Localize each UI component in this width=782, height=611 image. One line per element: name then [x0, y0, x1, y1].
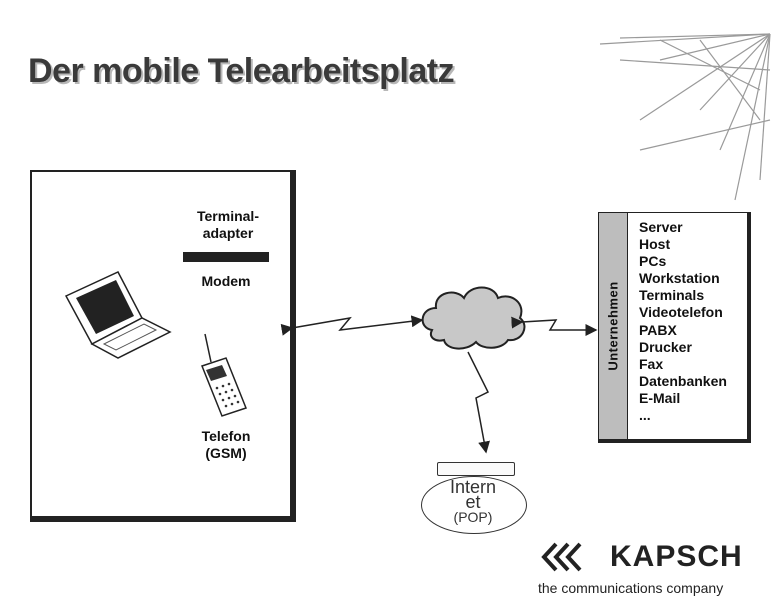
telefon-label: Telefon (GSM)	[201, 428, 251, 461]
mobile-workplace-panel	[30, 170, 296, 522]
link-cloud-internet	[467, 351, 490, 454]
company-side-strip: Unternehmen	[599, 213, 628, 439]
list-item: Datenbanken	[639, 372, 727, 389]
pop-label: (POP)	[453, 509, 493, 525]
list-item: Videotelefon	[639, 304, 723, 321]
list-item: Host	[639, 236, 671, 253]
internet-label-group: Intern et (POP)	[421, 477, 525, 525]
internet-pop-node	[421, 476, 527, 534]
mobile-phone-icon	[201, 333, 247, 417]
internet-label: Intern et	[449, 477, 497, 512]
page-title: Der mobile Telearbeitsplatz	[28, 52, 455, 90]
modem-label: Modem	[201, 273, 251, 289]
laptop-icon	[64, 271, 172, 359]
internet-router-icon	[437, 462, 515, 476]
link-workplace-cloud	[280, 315, 424, 336]
list-item: ...	[639, 407, 651, 424]
list-item: Fax	[639, 355, 664, 372]
brand-tagline: the communications company	[538, 580, 724, 596]
network-cloud	[421, 286, 526, 350]
modem-device	[183, 252, 269, 262]
company-label: Unternehmen	[605, 281, 621, 371]
company-panel: Unternehmen Server Host PCs Workstation …	[598, 212, 751, 443]
brand-name: KAPSCH	[610, 540, 743, 573]
list-item: PABX	[639, 321, 677, 338]
terminal-adapter-label: Terminal- adapter	[197, 208, 259, 241]
list-item: Workstation	[639, 270, 720, 287]
list-item: Server	[639, 219, 683, 235]
list-item: Terminals	[639, 287, 705, 304]
kapsch-logo-icon	[541, 542, 582, 572]
list-item: E-Mail	[639, 389, 681, 406]
company-resources-list: Server Host PCs Workstation Terminals Vi…	[639, 219, 727, 424]
list-item: PCs	[639, 253, 667, 270]
link-cloud-company	[511, 316, 598, 336]
list-item: Drucker	[639, 338, 692, 355]
